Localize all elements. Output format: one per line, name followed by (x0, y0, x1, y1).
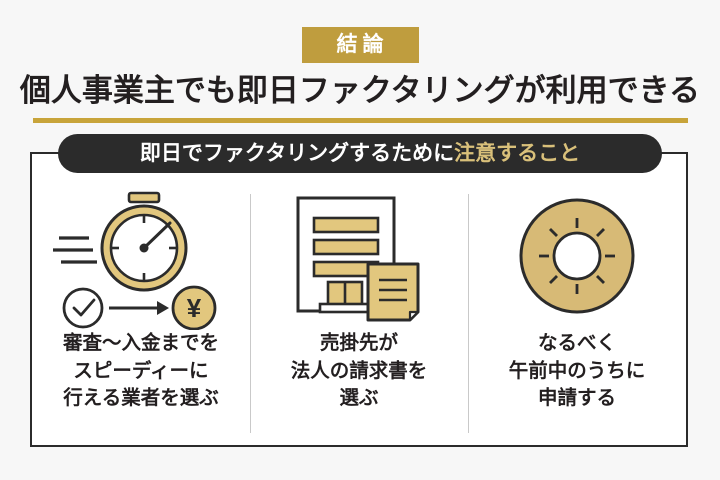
tip-icon-3-wrap (507, 186, 647, 334)
stopwatch-speed-to-payment-icon: ¥ (53, 191, 217, 330)
attention-banner: 即日でファクタリングするために注意すること (58, 134, 662, 173)
tip-icon-2-wrap (284, 186, 434, 334)
attention-banner-plain: 即日でファクタリングするために (139, 142, 455, 165)
tips-columns: ¥ 審査～入金までを スピーディーに 行える業者を選ぶ (32, 186, 686, 441)
tip-column-3: なるべく 午前中のうちに 申請する (468, 186, 686, 441)
attention-banner-text: 即日でファクタリングするために注意すること (140, 143, 580, 164)
header: 結論 個人事業主でも即日ファクタリングが利用できる (0, 0, 720, 124)
tip-column-2: 売掛先が 法人の請求書を 選ぶ (250, 186, 468, 441)
attention-banner-accent: 注意すること (454, 142, 581, 165)
title-underline-rule (32, 118, 688, 124)
tip-caption-3: なるべく 午前中のうちに 申請する (508, 332, 646, 410)
tip-caption-1: 審査～入金までを スピーディーに 行える業者を選ぶ (62, 332, 219, 410)
tip-icon-1-wrap: ¥ (51, 186, 231, 334)
conclusion-badge: 結論 (301, 27, 419, 64)
corporate-building-invoice-icon (296, 196, 420, 322)
badge-row: 結論 (0, 0, 720, 64)
svg-text:¥: ¥ (187, 293, 202, 323)
tip-caption-2: 売掛先が 法人の請求書を 選ぶ (290, 332, 428, 410)
morning-sun-icon (519, 198, 635, 314)
tip-column-1: ¥ 審査～入金までを スピーディーに 行える業者を選ぶ (32, 186, 250, 441)
page-title: 個人事業主でも即日ファクタリングが利用できる (19, 73, 701, 109)
